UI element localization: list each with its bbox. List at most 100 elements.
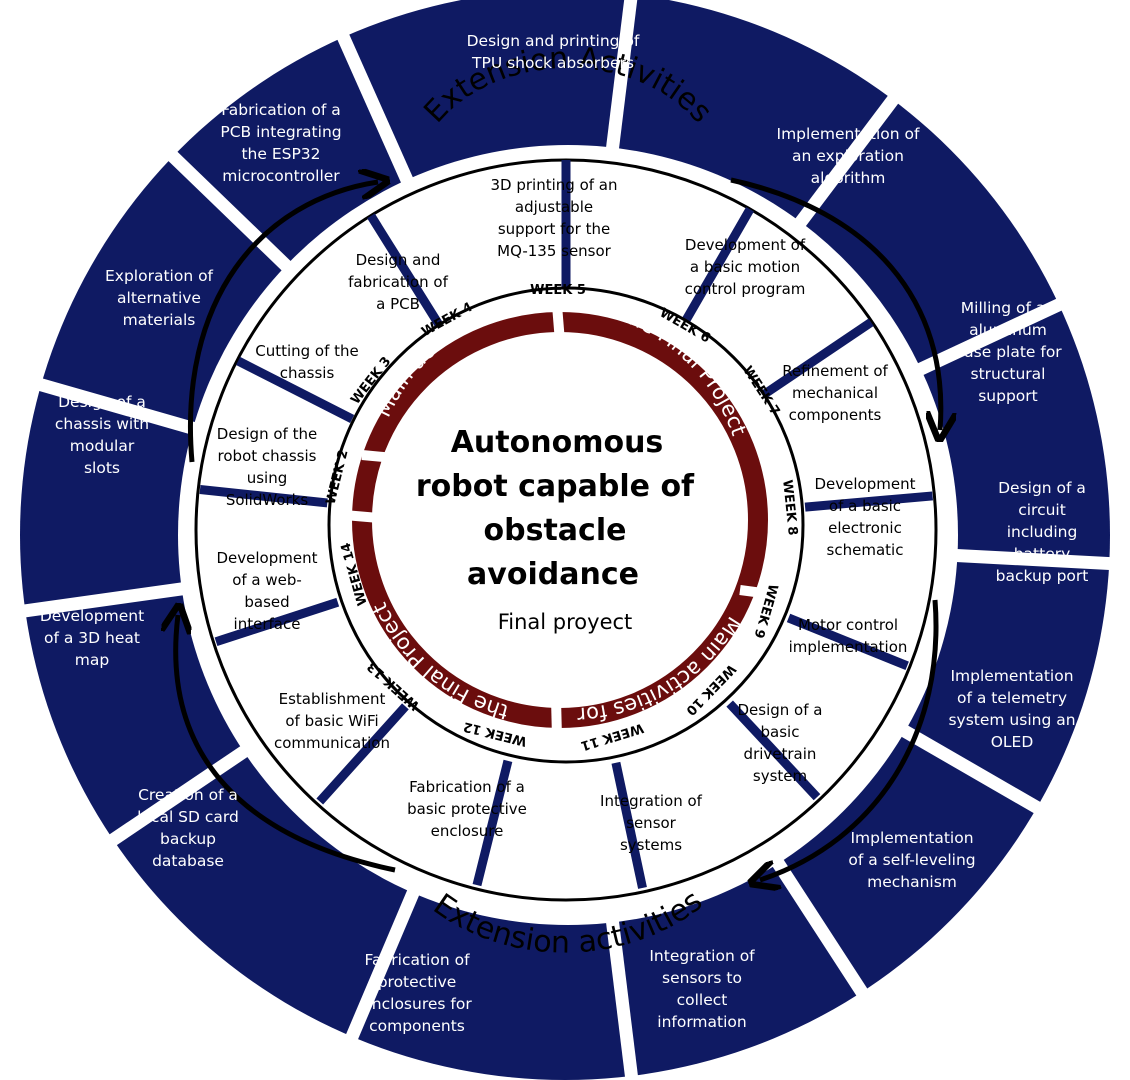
extension-line: TPU shock absorbers (471, 54, 634, 72)
extension-line: Integration of (649, 947, 755, 965)
extension-line: map (75, 651, 109, 669)
extension-line: aluminum (969, 321, 1047, 339)
extension-line: sensors to (662, 969, 742, 987)
extension-activity: Creation of a local SD card backup database (137, 786, 239, 870)
title-line-1: Autonomous (451, 425, 664, 460)
extension-line: local SD card (137, 808, 239, 826)
weekly-activity-line: schematic (827, 541, 904, 559)
extension-line: Implementation of (777, 125, 920, 143)
extension-line: Design of a (58, 393, 146, 411)
extension-line: materials (123, 311, 196, 329)
weekly-activity-line: mechanical (792, 384, 878, 402)
extension-line: Fabrication of a (221, 101, 341, 119)
extension-line: base plate for (954, 343, 1062, 361)
outer-divider (157, 141, 297, 276)
title-line-4: avoidance (467, 557, 639, 592)
maroon-ring (343, 304, 771, 739)
extension-line: including (1007, 523, 1078, 541)
weekly-activity-line: basic (761, 723, 800, 741)
extension-line: of a telemetry (957, 689, 1067, 707)
extension-line: support (978, 387, 1038, 405)
extension-line: components (369, 1017, 465, 1035)
extension-line: microcontroller (222, 167, 340, 185)
outer-divider (97, 742, 254, 854)
extension-line: Milling of an (961, 299, 1055, 317)
activity-ring-dividers (199, 160, 933, 889)
extension-line: protective (378, 973, 457, 991)
extension-line: PCB integrating (220, 123, 341, 141)
weekly-activity-line: using (247, 469, 288, 487)
maroon-gap (739, 585, 771, 599)
extension-line: system using an (948, 711, 1075, 729)
weekly-activity-line: fabrication of (348, 273, 448, 291)
weekly-activity-line: system (753, 767, 807, 785)
weekly-activity-line: communication (274, 734, 390, 752)
extension-line: mechanism (867, 873, 957, 891)
weekly-activity-line: chassis (280, 364, 335, 382)
weekly-activity-line: based (244, 593, 289, 611)
extension-line: Design and printing of (467, 32, 640, 50)
weekly-activity-line: robot chassis (218, 447, 317, 465)
outer-divider (24, 374, 202, 437)
title-line-2: robot capable of (416, 469, 695, 504)
extension-line: of a 3D heat (44, 629, 140, 647)
extension-line: enclosures for (362, 995, 472, 1013)
extension-line: circuit (1018, 501, 1066, 519)
extension-line: an exploration (792, 147, 904, 165)
extension-line: algorithm (811, 169, 886, 187)
weekly-activity-line: basic protective (407, 800, 527, 818)
weekly-activity-line: implementation (789, 638, 908, 656)
weekly-activity-line: adjustable (515, 198, 593, 216)
weekly-activity-line: Development (815, 475, 916, 493)
outer-divider (331, 20, 417, 191)
extension-line: database (152, 852, 224, 870)
extension-line: collect (677, 991, 728, 1009)
extension-line: Creation of a (138, 786, 238, 804)
outer-divider (604, 911, 639, 1080)
arrow-bottom-left (176, 615, 396, 873)
weekly-activity-line: of a web- (232, 571, 302, 589)
extension-line: alternative (117, 289, 201, 307)
weekly-activity-line: systems (620, 836, 682, 854)
weekly-activity-line: 3D printing of an (491, 176, 618, 194)
outer-divider (9, 581, 190, 620)
weekly-activity-line: electronic (828, 519, 902, 537)
weekly-activity-line: Fabrication of a (409, 778, 525, 796)
weekly-activity-line: Refinement of (782, 362, 888, 380)
outer-divider (340, 882, 423, 1054)
outer-divider (604, 0, 638, 159)
activity-divider (786, 613, 909, 671)
activity-divider (199, 485, 328, 508)
extension-line: Development (40, 607, 144, 625)
weekly-activity-line: a basic motion (690, 258, 800, 276)
extension-line: backup (160, 830, 216, 848)
activity-divider (236, 356, 355, 424)
weekly-activity-line: of basic WiFi (285, 712, 378, 730)
extension-line: Implementation (850, 829, 973, 847)
weekly-activity-line: Cutting of the (255, 342, 359, 360)
extension-activity-labels: Design and printing of TPU shock absorber… (40, 32, 1089, 1035)
weekly-activity-line: a PCB (376, 295, 420, 313)
extension-line: backup port (996, 567, 1089, 585)
outer-divider (944, 548, 1125, 571)
weekly-activity: Cutting of the chassis (255, 342, 359, 382)
weekly-activity-line: components (789, 406, 882, 424)
extension-line: Fabrication of (364, 951, 470, 969)
weekly-activity-line: Development (217, 549, 318, 567)
extension-line: battery (1014, 545, 1071, 563)
center-subtitle: Final proyect (498, 610, 633, 634)
weekly-activity-line: support for the (498, 220, 610, 238)
activity-divider (316, 703, 409, 805)
